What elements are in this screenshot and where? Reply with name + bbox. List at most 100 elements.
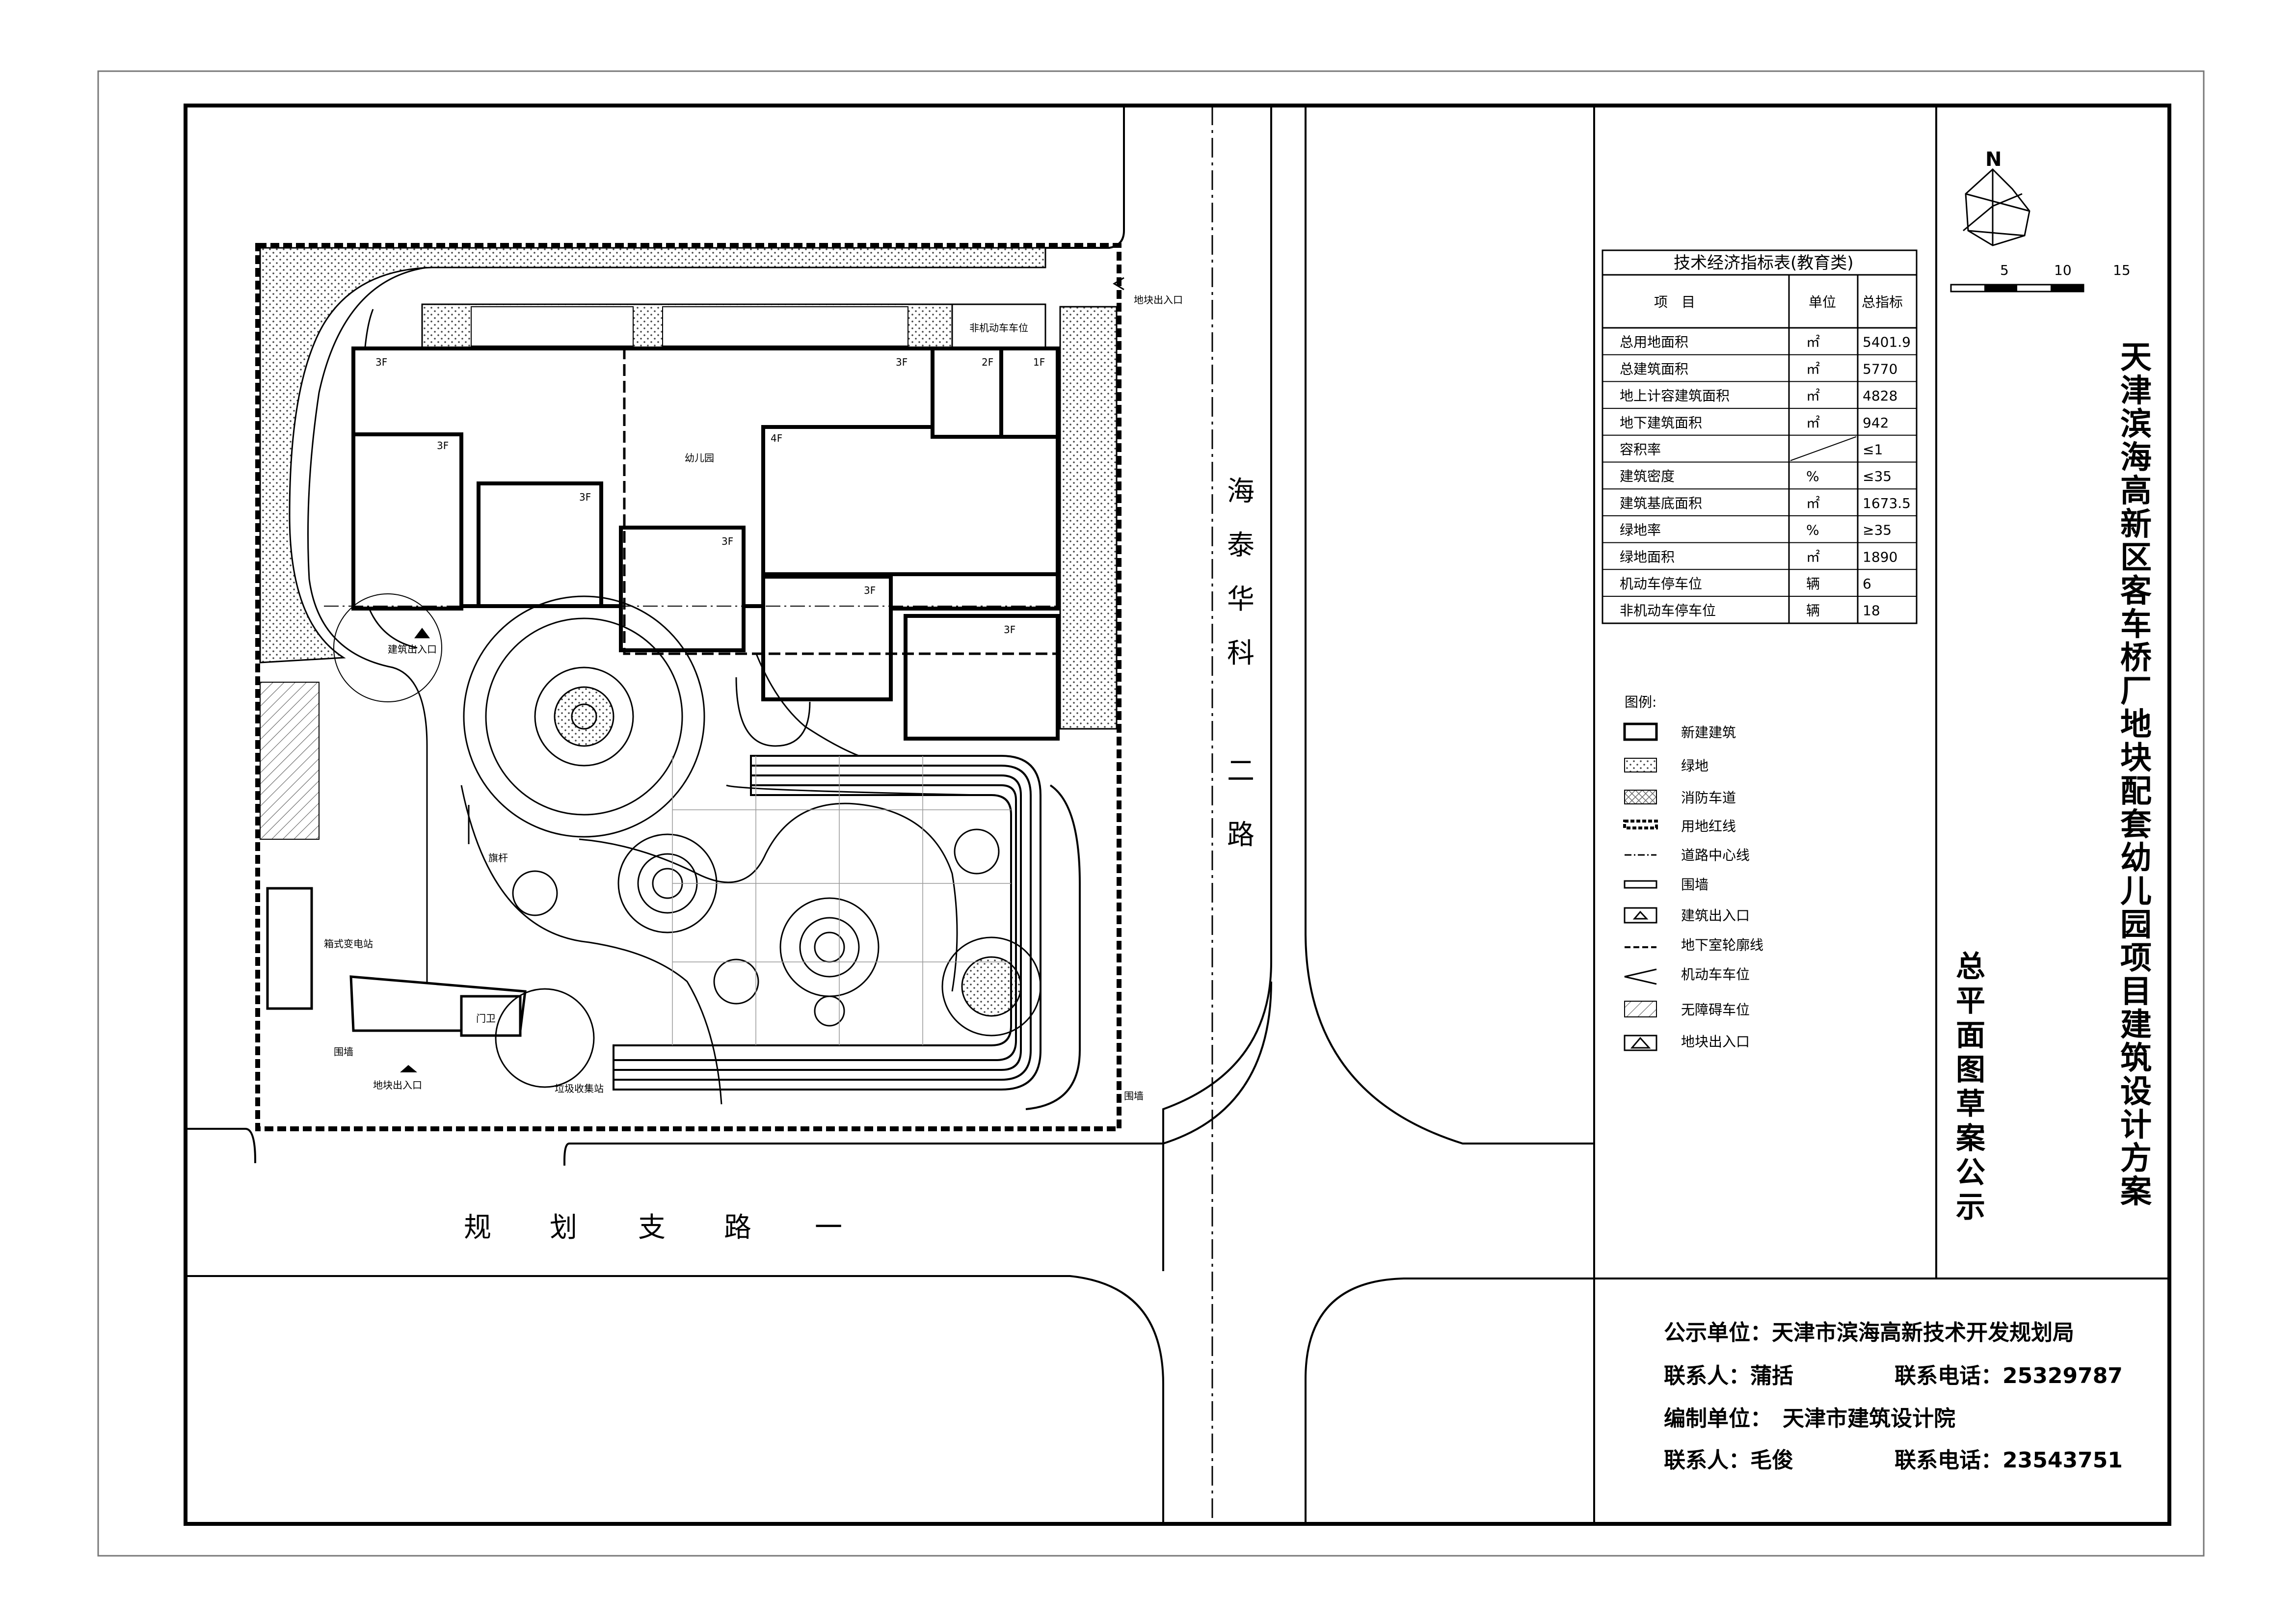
title-char: 项 xyxy=(2120,940,2152,977)
entrance-circle xyxy=(333,593,442,702)
green-east xyxy=(1059,306,1118,730)
table-row-label: 地上计容建筑面积 xyxy=(1620,388,1730,404)
publisher: 公示单位：天津市滨海高新技术开发规划局 xyxy=(1664,1320,2074,1345)
svg-text:一: 一 xyxy=(815,1212,842,1244)
scale-tick: 15 xyxy=(2113,262,2131,278)
inner-frame xyxy=(184,104,2171,1526)
title-char: 海 xyxy=(2120,440,2152,476)
legend-swatch-building xyxy=(1623,722,1658,741)
table-title: 技术经济指标表(教育类) xyxy=(1674,253,1854,273)
floors-label: 3F xyxy=(375,356,387,368)
entrance-arrow-east xyxy=(1113,277,1124,291)
site-entrance-east-label: 地块出入口 xyxy=(1134,294,1183,306)
svg-text:新建建筑: 新建建筑 xyxy=(1681,724,1736,741)
title-char: 目 xyxy=(2120,974,2152,1010)
table-row-label: 总用地面积 xyxy=(1620,334,1688,350)
guard-label: 门卫 xyxy=(476,1012,496,1024)
legend-swatch-parking xyxy=(1624,968,1657,985)
table-row-unit: ㎡ xyxy=(1806,334,1820,350)
table-row-value: ≥35 xyxy=(1863,522,1892,538)
table-header: 单位 xyxy=(1809,294,1836,310)
svg-text:划: 划 xyxy=(550,1212,577,1244)
title-char: 津 xyxy=(2120,373,2152,409)
legend-swatch-entrance xyxy=(1624,907,1657,924)
svg-text:地下室轮廓线: 地下室轮廓线 xyxy=(1681,937,1763,953)
kindergarten-label: 幼儿园 xyxy=(685,452,714,464)
title-char: 案 xyxy=(2120,1174,2152,1210)
title-char: 块 xyxy=(2120,740,2152,776)
subtitle-char: 草 xyxy=(1956,1087,1985,1121)
table-row-unit: ㎡ xyxy=(1806,415,1820,431)
svg-text:华: 华 xyxy=(1227,584,1255,615)
title-char: 计 xyxy=(2120,1107,2152,1144)
subtitle-char: 公 xyxy=(1956,1156,1985,1190)
legend-swatch-firelane xyxy=(1624,790,1657,804)
svg-text:地块出入口: 地块出入口 xyxy=(1681,1034,1750,1050)
green-strip xyxy=(259,247,1046,664)
refuse-label: 垃圾收集站 xyxy=(555,1083,604,1094)
legend-title: 图例: xyxy=(1625,694,1656,710)
table-row-unit: % xyxy=(1806,522,1819,538)
title-char: 新 xyxy=(2120,506,2152,543)
building-south-b xyxy=(904,614,1060,741)
table-row-unit: 辆 xyxy=(1806,603,1820,619)
table-row-value: 1890 xyxy=(1863,549,1897,565)
svg-text:规: 规 xyxy=(464,1212,491,1244)
floors-label: 3F xyxy=(721,535,733,547)
svg-text:路: 路 xyxy=(724,1212,751,1244)
subtitle-char: 面 xyxy=(1956,1018,1985,1053)
table-row-unit: ㎡ xyxy=(1806,495,1820,511)
buildings xyxy=(351,346,1060,741)
building-entrance-label: 建筑出入口 xyxy=(388,643,437,655)
title-char: 建 xyxy=(2120,1007,2152,1043)
flagpole-label: 旗杆 xyxy=(488,852,508,864)
wall-label-south: 围墙 xyxy=(1124,1090,1144,1102)
table-row-label: 绿地率 xyxy=(1620,522,1661,538)
floors-label: 3F xyxy=(896,356,908,368)
title-char: 幼 xyxy=(2120,840,2152,877)
scale-bar-fill xyxy=(2051,285,2083,292)
floors-label: 3F xyxy=(437,440,449,452)
title-char: 方 xyxy=(2120,1141,2152,1177)
table-header: 总指标 xyxy=(1862,294,1903,310)
building-kinder-center xyxy=(619,526,746,652)
subtitle-char: 平 xyxy=(1956,984,1985,1018)
grid-lines xyxy=(672,756,1011,1045)
credits: 公示单位：天津市滨海高新技术开发规划局 联系人：蒲括 联系电话：25329787… xyxy=(1664,1320,2123,1473)
svg-text:无障碍车位: 无障碍车位 xyxy=(1681,1002,1750,1018)
title-char: 客 xyxy=(2120,573,2152,610)
substation xyxy=(266,887,313,1010)
svg-text:支: 支 xyxy=(638,1212,666,1244)
table-row-value: 5401.9 xyxy=(1863,334,1911,350)
fire-lane xyxy=(307,266,428,1021)
svg-text:机动车车位: 机动车车位 xyxy=(1681,966,1750,983)
building-mid xyxy=(477,481,603,608)
indicators-table: 技术经济指标表(教育类) 项 目 单位 总指标 xyxy=(1602,249,1918,624)
title-char: 天 xyxy=(2120,340,2152,376)
site-entrance-south-label: 地块出入口 xyxy=(373,1079,422,1091)
north-gap xyxy=(471,306,634,346)
building-1f xyxy=(999,346,1060,439)
svg-text:消防车道: 消防车道 xyxy=(1681,790,1736,806)
title-char: 高 xyxy=(2120,473,2152,509)
building-west xyxy=(351,432,463,611)
parking-area xyxy=(260,682,320,840)
legend-swatch-redline xyxy=(1623,820,1658,829)
table-row-value: 1673.5 xyxy=(1863,495,1911,511)
svg-text:绿地: 绿地 xyxy=(1681,758,1709,774)
gate-circle xyxy=(495,988,595,1088)
table-row-value: 6 xyxy=(1863,576,1871,592)
bike-parking-label: 非机动车车位 xyxy=(969,322,1028,334)
subtitle-char: 案 xyxy=(1956,1121,1986,1156)
table-row-label: 绿地面积 xyxy=(1620,549,1675,565)
title-char: 桥 xyxy=(2120,640,2152,676)
table-row-label: 地下建筑面积 xyxy=(1620,415,1702,431)
floors-label: 3F xyxy=(1004,624,1015,636)
svg-text:二: 二 xyxy=(1227,755,1255,787)
table-row-unit: ㎡ xyxy=(1806,549,1820,565)
road-name-south: 规 划 支 路 一 xyxy=(464,1212,842,1244)
table-diagonal xyxy=(1790,436,1857,461)
table-row-value: ≤1 xyxy=(1863,442,1883,458)
